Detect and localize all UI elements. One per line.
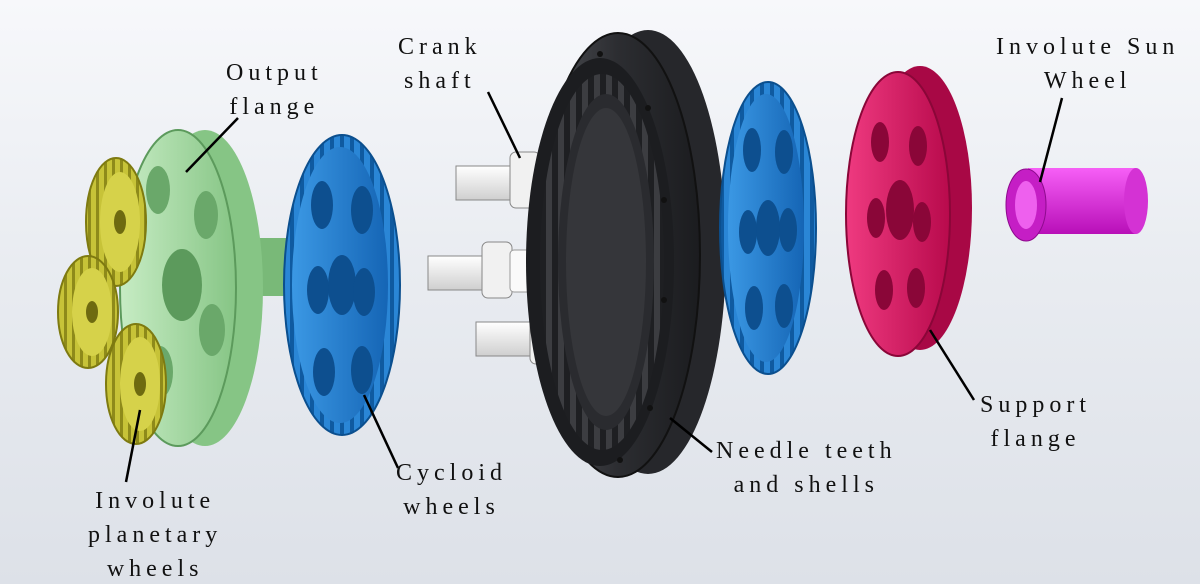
label-output-flange: Output flange xyxy=(226,56,323,124)
label-planetary-line2: planetary xyxy=(88,522,223,548)
label-support-line2: flange xyxy=(990,426,1081,452)
involute-sun-wheel xyxy=(1005,168,1148,242)
leader-sun-wheel xyxy=(1038,97,1064,183)
support-flange xyxy=(845,66,972,357)
leader-needle-teeth xyxy=(669,417,713,453)
label-planetary-line3: wheels xyxy=(106,556,204,582)
leader-lines xyxy=(124,91,1064,483)
label-cycloid-line1: Cycloid xyxy=(396,460,507,486)
label-planetary-line1: Involute xyxy=(95,488,216,514)
label-needle-teeth-shells: Needle teeth and shells xyxy=(716,434,897,502)
cycloid-wheel-right xyxy=(719,81,817,375)
leader-planetary-wheels xyxy=(124,409,142,483)
label-output-flange-line2: flange xyxy=(229,94,320,120)
label-support-flange: Support flange xyxy=(980,388,1091,456)
involute-planetary-wheels xyxy=(57,157,167,445)
label-support-line1: Support xyxy=(980,392,1092,418)
cycloid-wheel-left xyxy=(283,134,401,436)
label-crank-shaft-line2: shaft xyxy=(404,68,476,94)
leader-cycloid-wheels xyxy=(362,394,400,469)
leader-crank-shaft xyxy=(486,91,522,159)
leader-output-flange xyxy=(185,117,239,173)
label-crank-shaft-line1: Crank xyxy=(398,34,482,60)
label-involute-sun-wheel: Involute Sun Wheel xyxy=(996,30,1179,98)
planetary-gear-top xyxy=(85,157,147,287)
label-sun-wheel-line2: Wheel xyxy=(1043,68,1132,94)
label-cycloid-wheels: Cycloid wheels xyxy=(396,456,507,524)
planetary-gear-left xyxy=(57,255,119,369)
label-sun-wheel-line1: Involute Sun xyxy=(996,34,1180,60)
needle-teeth-shell xyxy=(526,30,726,478)
leader-support-flange xyxy=(928,329,976,401)
label-needle-line1: Needle teeth xyxy=(716,438,897,464)
label-needle-line2: and shells xyxy=(733,472,879,498)
label-output-flange-line1: Output xyxy=(226,60,323,86)
label-involute-planetary-wheels: Involute planetary wheels xyxy=(88,484,222,584)
planetary-gear-bottom xyxy=(105,323,167,445)
label-crank-shaft: Crank shaft xyxy=(398,30,482,98)
label-cycloid-line2: wheels xyxy=(403,494,500,520)
